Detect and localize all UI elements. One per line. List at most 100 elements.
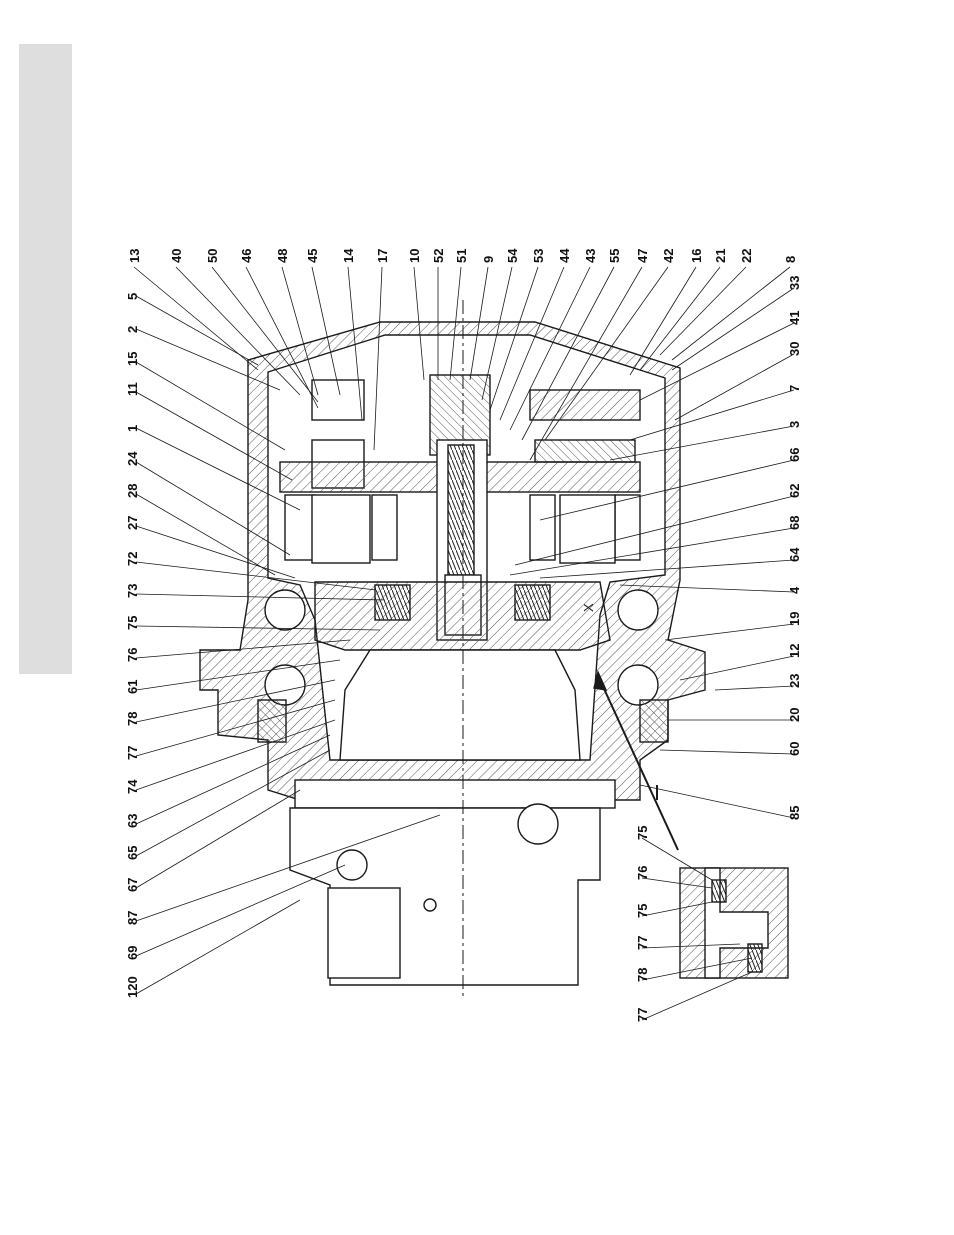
callout-left-2: 2 <box>126 326 139 333</box>
center-spring <box>448 445 474 575</box>
callout-top-22: 22 <box>740 249 753 263</box>
gear-right-a <box>535 440 635 462</box>
callout-top-42: 42 <box>662 249 675 263</box>
callout-detail-77: 77 <box>636 936 649 950</box>
leader-left-69 <box>136 865 345 956</box>
callout-left-24: 24 <box>126 452 139 466</box>
callout-top-9: 9 <box>482 256 495 263</box>
callout-left-1: 1 <box>126 425 139 432</box>
callout-top-40: 40 <box>170 249 183 263</box>
callout-left-78: 78 <box>126 712 139 726</box>
callout-left-5: 5 <box>126 293 139 300</box>
port-circle-c <box>424 899 436 911</box>
callout-right-66: 66 <box>788 448 801 462</box>
callout-left-77: 77 <box>126 746 139 760</box>
callout-top-13: 13 <box>128 249 141 263</box>
leader-top-8 <box>672 267 790 360</box>
face-seal-right <box>640 700 668 742</box>
callout-left-61: 61 <box>126 680 139 694</box>
callout-left-27: 27 <box>126 516 139 530</box>
leader-left-67 <box>136 790 300 888</box>
callout-top-55: 55 <box>608 249 621 263</box>
callout-right-4: 4 <box>788 587 801 594</box>
callout-top-8: 8 <box>784 256 797 263</box>
callout-left-74: 74 <box>126 780 139 794</box>
leader-right-60 <box>660 750 794 754</box>
callout-right-12: 12 <box>788 644 801 658</box>
leader-right-85 <box>640 785 794 818</box>
callout-top-17: 17 <box>376 249 389 263</box>
callout-top-14: 14 <box>342 249 355 263</box>
callout-left-69: 69 <box>126 946 139 960</box>
callout-right-41: 41 <box>788 311 801 325</box>
callout-left-28: 28 <box>126 484 139 498</box>
callout-detail-75: 75 <box>636 826 649 840</box>
callout-left-72: 72 <box>126 552 139 566</box>
callout-right-64: 64 <box>788 548 801 562</box>
callout-top-21: 21 <box>714 249 727 263</box>
callout-top-45: 45 <box>306 249 319 263</box>
callout-left-65: 65 <box>126 846 139 860</box>
callout-top-54: 54 <box>506 249 519 263</box>
main-bearing-ball-b <box>265 665 305 705</box>
brake-discs-right <box>515 585 550 620</box>
callout-top-48: 48 <box>276 249 289 263</box>
bearing-right <box>615 495 640 560</box>
callout-right-30: 30 <box>788 342 801 356</box>
callout-top-51: 51 <box>455 249 468 263</box>
callout-top-10: 10 <box>408 249 421 263</box>
callout-left-63: 63 <box>126 814 139 828</box>
leader-detail-77 <box>642 972 752 1020</box>
callout-right-19: 19 <box>788 612 801 626</box>
leader-top-40 <box>176 267 300 395</box>
callout-right-68: 68 <box>788 516 801 530</box>
callout-right-23: 23 <box>788 674 801 688</box>
motor-flange <box>295 780 615 808</box>
callout-left-76: 76 <box>126 648 139 662</box>
brake-housing <box>315 582 610 650</box>
callout-right-33: 33 <box>788 276 801 290</box>
callout-right-62: 62 <box>788 484 801 498</box>
main-bearing-ball-a <box>265 590 305 630</box>
leader-left-120 <box>136 900 300 994</box>
callout-detail-76: 76 <box>636 866 649 880</box>
callout-top-43: 43 <box>584 249 597 263</box>
leader-top-21 <box>640 267 720 370</box>
callout-left-75: 75 <box>126 616 139 630</box>
callout-top-53: 53 <box>532 249 545 263</box>
port-circle-a <box>337 850 367 880</box>
section-mark-x: X <box>581 603 596 612</box>
callout-top-44: 44 <box>558 249 571 263</box>
leader-top-22 <box>660 267 746 355</box>
brake-discs-left <box>375 585 410 620</box>
detail-seal-a <box>712 880 726 902</box>
main-bearing-ball-d <box>618 665 658 705</box>
callout-right-20: 20 <box>788 708 801 722</box>
callout-detail-78: 78 <box>636 968 649 982</box>
port-circle-b <box>518 804 558 844</box>
callout-left-120: 120 <box>126 976 139 998</box>
bearing-mid-left <box>372 495 397 560</box>
leader-right-30 <box>675 354 794 420</box>
callout-left-87: 87 <box>126 911 139 925</box>
motor-cone <box>340 650 580 760</box>
callout-right-3: 3 <box>788 421 801 428</box>
leader-top-16 <box>630 267 696 375</box>
face-seal-left <box>258 700 286 742</box>
callout-left-15: 15 <box>126 352 139 366</box>
planet-body <box>312 495 370 563</box>
callout-right-7: 7 <box>788 385 801 392</box>
leader-right-41 <box>640 323 794 400</box>
motor-port-block <box>328 888 400 978</box>
callout-top-52: 52 <box>432 249 445 263</box>
callout-left-67: 67 <box>126 878 139 892</box>
callout-right-85: 85 <box>788 806 801 820</box>
leader-right-23 <box>715 686 794 690</box>
callout-top-46: 46 <box>240 249 253 263</box>
callout-left-11: 11 <box>126 382 139 396</box>
callout-right-60: 60 <box>788 742 801 756</box>
main-bearing-ball-c <box>618 590 658 630</box>
callout-top-47: 47 <box>636 249 649 263</box>
callout-detail-75: 75 <box>636 904 649 918</box>
